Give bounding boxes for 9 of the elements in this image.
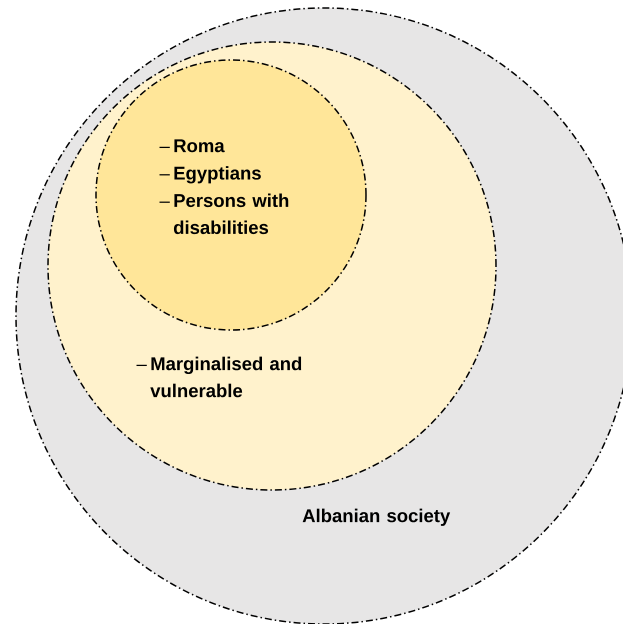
dash: – — [160, 202, 170, 203]
group-label: Roma — [174, 139, 225, 152]
dash: – — [160, 174, 170, 176]
group-label: Egyptians — [174, 166, 261, 184]
group-label: Albanian society — [302, 508, 450, 526]
group-label: Marginalised and vulnerable — [150, 356, 302, 398]
dash: – — [136, 364, 147, 366]
dash: – — [160, 146, 170, 148]
group-label: Persons with disabilities — [174, 194, 288, 234]
